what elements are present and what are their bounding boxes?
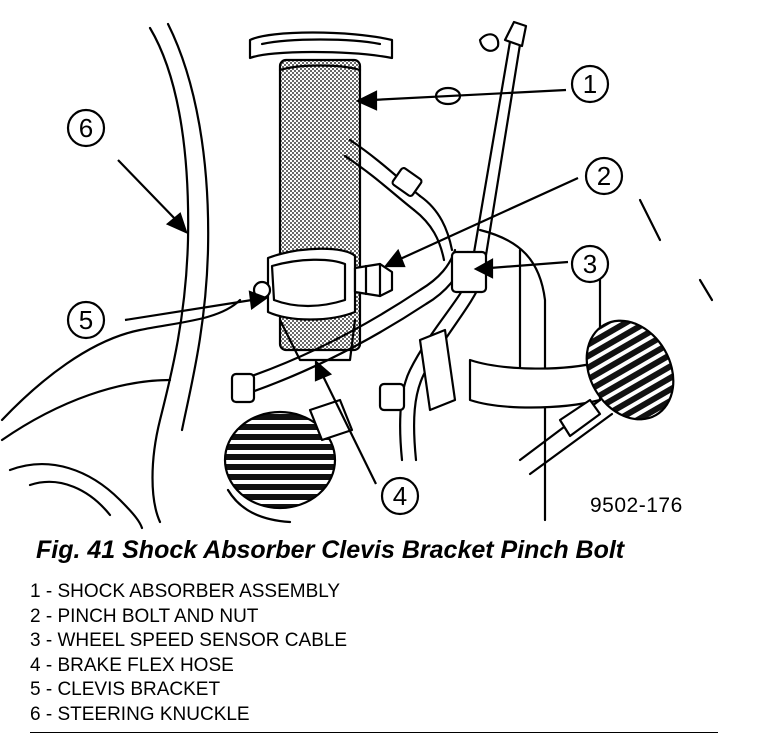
callout-1: 1 — [570, 64, 610, 104]
legend-list: 1 - SHOCK ABSORBER ASSEMBLY 2 - PINCH BO… — [30, 580, 347, 727]
svg-text:6: 6 — [79, 113, 93, 143]
svg-text:5: 5 — [79, 305, 93, 335]
diagram-illustration: 1 2 3 4 5 6 — [0, 20, 714, 530]
pinch-bolt-shape — [353, 262, 394, 298]
svg-text:4: 4 — [393, 481, 407, 511]
brake-hose-shape — [238, 248, 457, 382]
callout-4: 4 — [380, 476, 420, 516]
bottom-rule — [30, 732, 718, 733]
steering-knuckle-outline — [148, 26, 190, 524]
legend-item-2: 2 - PINCH BOLT AND NUT — [30, 605, 259, 627]
callout-3: 3 — [570, 244, 610, 284]
clevis-bracket-shape — [266, 247, 357, 321]
figure-id: 9502-176 — [590, 494, 683, 517]
figure-caption: Fig. 41 Shock Absorber Clevis Bracket Pi… — [36, 536, 625, 564]
svg-text:3: 3 — [583, 249, 597, 279]
callout-6: 6 — [66, 108, 106, 148]
legend-item-3: 3 - WHEEL SPEED SENSOR CABLE — [30, 630, 348, 651]
legend-item-5: 5 - CLEVIS BRACKET — [30, 679, 221, 700]
svg-text:2: 2 — [597, 161, 611, 191]
callout-2: 2 — [584, 156, 624, 196]
legend-item-6: 6 - STEERING KNUCKLE — [30, 703, 250, 725]
svg-text:1: 1 — [583, 69, 597, 99]
sensor-cable-shape — [468, 28, 514, 278]
callout-5: 5 — [66, 300, 106, 340]
legend-item-1: 1 - SHOCK ABSORBER ASSEMBLY — [30, 581, 341, 602]
legend-item-4: 4 - BRAKE FLEX HOSE — [30, 654, 234, 676]
